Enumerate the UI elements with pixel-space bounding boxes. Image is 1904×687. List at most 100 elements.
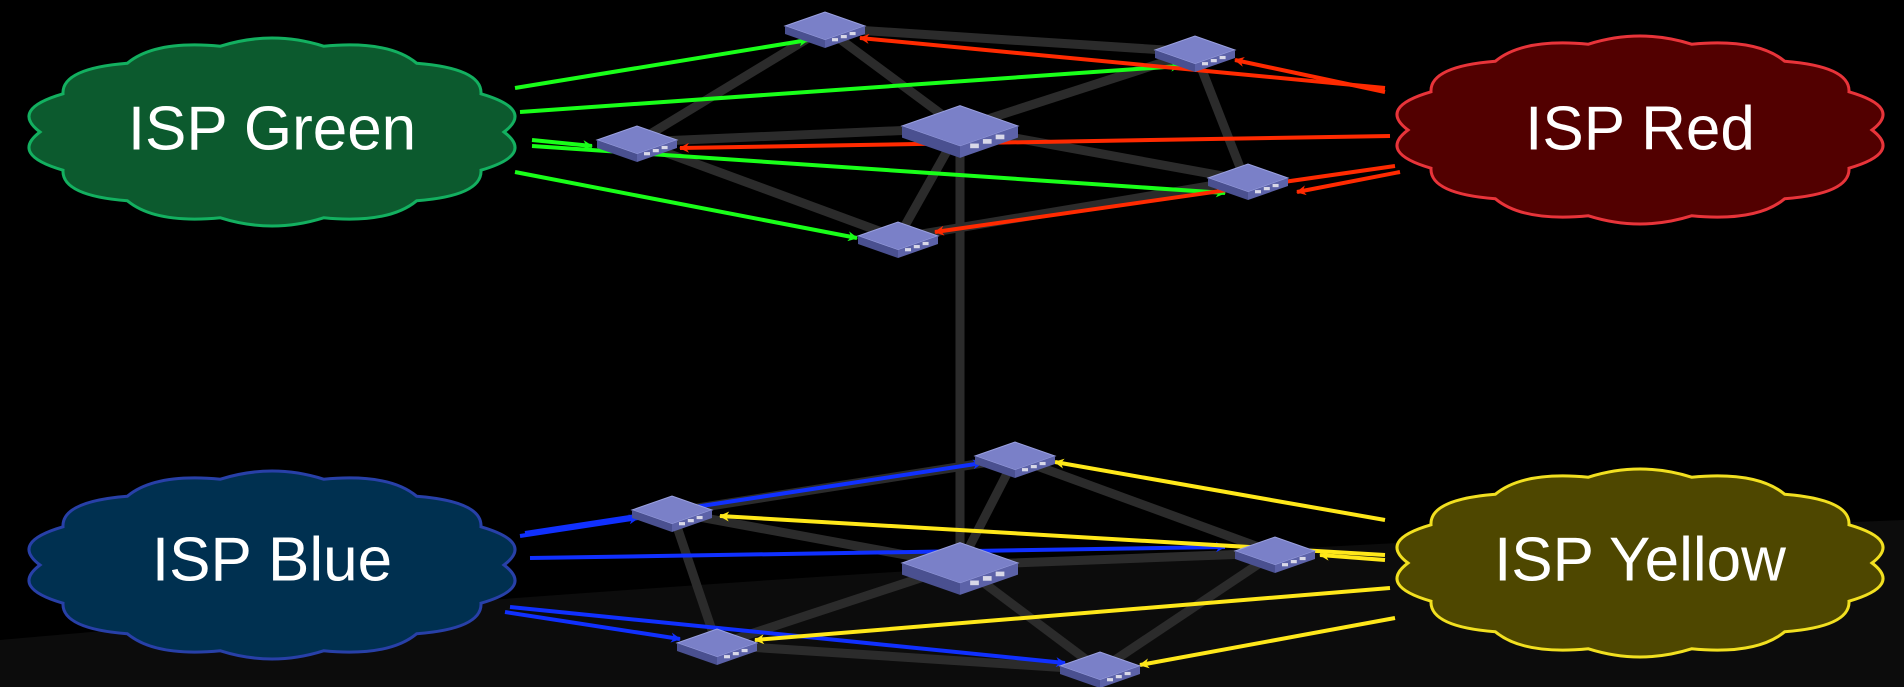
green-traffic-arrow (514, 170, 858, 242)
cloud-shape (1395, 467, 1885, 659)
device-port (1124, 671, 1131, 676)
device-side (1060, 666, 1100, 687)
router-icon (783, 11, 867, 48)
device-port (696, 515, 703, 520)
backbone-link (1010, 453, 1280, 558)
device-port (1022, 468, 1028, 472)
device-port (995, 134, 1005, 140)
router-icon (1233, 536, 1317, 573)
backbone-link (820, 23, 1200, 57)
device-port (661, 145, 668, 150)
router-icon (675, 628, 759, 665)
isp-red-cloud: ISP Red (1395, 34, 1885, 226)
device-port (1299, 556, 1306, 561)
device-port (913, 245, 920, 249)
device-port (922, 241, 929, 246)
device-side (858, 236, 898, 258)
device-port (732, 652, 739, 656)
router-icon (856, 221, 940, 258)
device-side (1155, 50, 1195, 72)
red-traffic-arrow (934, 164, 1396, 236)
device-port (840, 35, 847, 39)
device-port (1202, 62, 1208, 66)
isp-traffic-arrows (504, 33, 1401, 669)
device-port (832, 38, 838, 42)
backbone-link (632, 23, 830, 147)
device-port (1039, 461, 1046, 466)
device-port (644, 152, 650, 156)
yellow-traffic-arrow (1319, 550, 1386, 562)
isp-blue-label: ISP Blue (152, 525, 392, 594)
isp-yellow-label: ISP Yellow (1494, 525, 1786, 594)
cloud-shape (1395, 34, 1885, 226)
device-port (970, 143, 979, 149)
device-port (1107, 678, 1113, 682)
device-port (1255, 190, 1261, 194)
device-port (995, 571, 1005, 577)
cloud-shape (27, 36, 517, 228)
isp-green-cloud: ISP Green (27, 36, 517, 228)
isp-green-label: ISP Green (128, 94, 416, 163)
router-icon (1206, 163, 1290, 200)
green-traffic-arrow (514, 36, 809, 90)
device-port (1272, 183, 1279, 188)
isp-red-label: ISP Red (1525, 94, 1755, 163)
yellow-traffic-arrow (1139, 616, 1396, 669)
router-icon (1058, 651, 1142, 687)
yellow-traffic-arrow (1054, 458, 1386, 522)
device-port (724, 655, 730, 659)
device-port (970, 580, 979, 586)
blue-traffic-arrow (504, 610, 681, 643)
blue-traffic-arrow (529, 542, 1226, 560)
yellow-traffic-arrow (754, 586, 1391, 645)
device-side (632, 510, 672, 532)
device-side (975, 456, 1015, 478)
device-port (982, 576, 992, 581)
backbone-link (712, 640, 1105, 675)
backbone-link (1190, 47, 1250, 185)
backbone-link (955, 47, 1200, 133)
red-traffic-arrow (679, 134, 1391, 153)
device-port (1030, 465, 1037, 469)
device-side (1208, 178, 1248, 200)
blue-traffic-arrow (519, 514, 639, 538)
blue-traffic-arrow (524, 459, 983, 535)
red-traffic-arrow (1234, 56, 1386, 94)
green-traffic-arrow (519, 61, 1181, 114)
red-traffic-arrow (1296, 170, 1401, 196)
device-side (785, 26, 825, 48)
device-port (652, 149, 659, 153)
device-port (741, 648, 748, 653)
device-side (597, 140, 637, 162)
core-switch-icon (900, 542, 1020, 595)
cloud-shape (27, 469, 517, 661)
device-port (1282, 563, 1288, 567)
core-switch-icon (900, 105, 1020, 158)
device-side (1235, 551, 1275, 573)
red-traffic-arrow (859, 33, 1386, 90)
device-port (679, 522, 685, 526)
device-port (687, 519, 694, 523)
device-side (902, 126, 960, 158)
device-port (1219, 55, 1226, 60)
device-side (677, 643, 717, 665)
router-icon (595, 125, 679, 162)
device-port (1290, 560, 1297, 564)
device-port (905, 248, 911, 252)
router-icon (1153, 35, 1237, 72)
network-devices (595, 11, 1317, 687)
device-port (1115, 675, 1122, 679)
device-port (1210, 59, 1217, 63)
backbone-link (667, 507, 722, 650)
router-icon (630, 495, 714, 532)
blue-traffic-arrow (509, 605, 1066, 668)
backbone-link (820, 23, 965, 133)
isp-blue-cloud: ISP Blue (27, 469, 517, 661)
isp-yellow-cloud: ISP Yellow (1395, 467, 1885, 659)
green-traffic-arrow (531, 138, 593, 151)
device-port (849, 31, 856, 36)
device-port (1263, 187, 1270, 191)
device-port (982, 139, 992, 144)
device-side (902, 563, 960, 595)
